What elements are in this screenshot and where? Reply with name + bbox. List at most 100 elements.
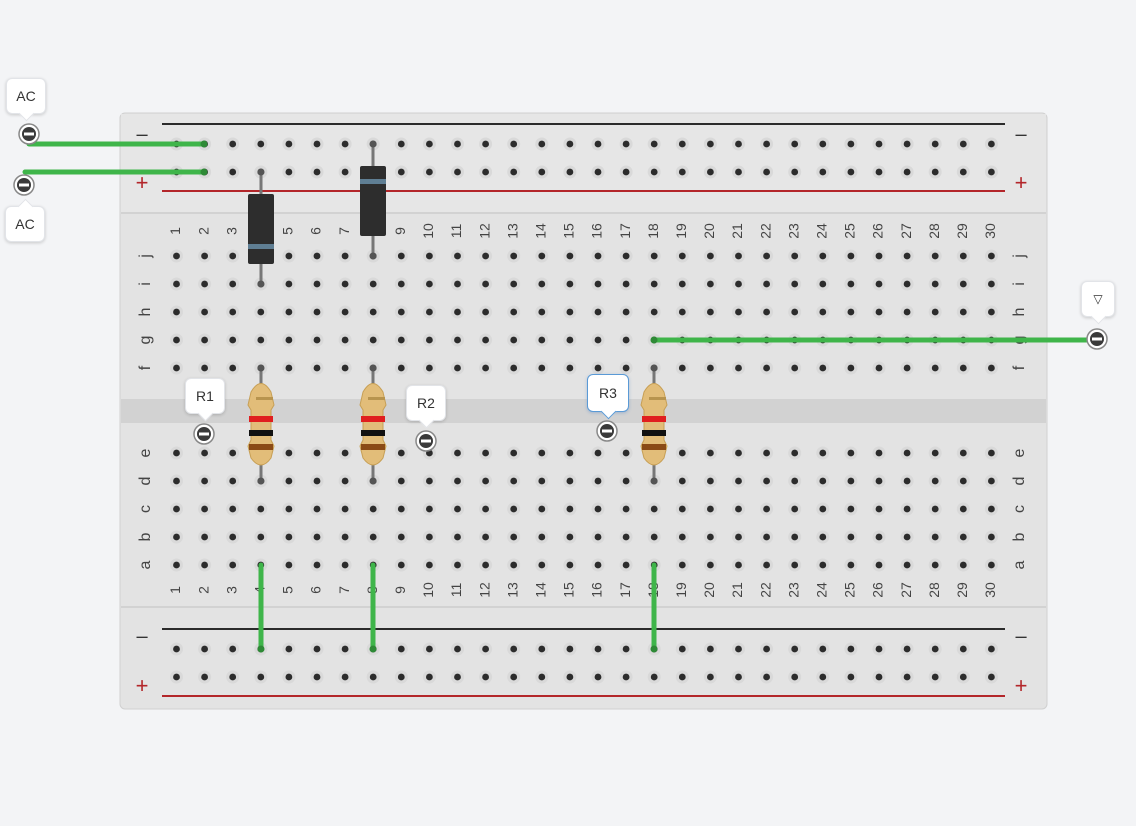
- terminal-hole[interactable]: [538, 477, 546, 485]
- terminal-hole[interactable]: [454, 336, 461, 344]
- terminal-hole[interactable]: [819, 252, 827, 260]
- r3-label[interactable]: R3: [587, 374, 629, 420]
- terminal-hole[interactable]: [678, 533, 686, 541]
- terminal-hole[interactable]: [454, 561, 461, 569]
- rail-hole[interactable]: [510, 673, 518, 681]
- terminal-hole[interactable]: [313, 308, 321, 316]
- terminal-hole[interactable]: [594, 252, 602, 260]
- terminal-hole[interactable]: [622, 280, 630, 288]
- terminal-hole[interactable]: [763, 477, 770, 485]
- terminal-hole[interactable]: [538, 252, 546, 260]
- terminal-hole[interactable]: [707, 280, 714, 288]
- terminal-hole[interactable]: [369, 280, 377, 288]
- terminal-hole[interactable]: [735, 449, 742, 457]
- terminal-hole[interactable]: [454, 533, 461, 541]
- rail-hole[interactable]: [931, 168, 939, 176]
- terminal-hole[interactable]: [931, 505, 939, 513]
- terminal-hole[interactable]: [650, 533, 658, 541]
- rail-hole[interactable]: [397, 140, 405, 148]
- terminal-hole[interactable]: [341, 308, 349, 316]
- terminal-hole[interactable]: [173, 336, 180, 344]
- rail-hole[interactable]: [594, 168, 602, 176]
- terminal-hole[interactable]: [594, 477, 602, 485]
- rail-hole[interactable]: [847, 645, 855, 653]
- terminal-hole[interactable]: [875, 533, 883, 541]
- terminal-hole[interactable]: [875, 364, 883, 372]
- terminal-hole[interactable]: [819, 449, 827, 457]
- terminal-hole[interactable]: [313, 533, 321, 541]
- rail-hole[interactable]: [678, 140, 686, 148]
- terminal-hole[interactable]: [313, 477, 321, 485]
- terminal-hole[interactable]: [426, 364, 433, 372]
- rail-hole[interactable]: [566, 673, 574, 681]
- rail-hole[interactable]: [875, 140, 883, 148]
- terminal-hole[interactable]: [735, 280, 742, 288]
- rail-hole[interactable]: [454, 168, 461, 176]
- terminal-hole[interactable]: [454, 505, 461, 513]
- rail-hole[interactable]: [341, 645, 349, 653]
- rail-hole[interactable]: [397, 168, 405, 176]
- rail-hole[interactable]: [566, 645, 574, 653]
- terminal-hole[interactable]: [313, 561, 321, 569]
- terminal-hole[interactable]: [482, 364, 489, 372]
- diode-1-body[interactable]: [248, 194, 274, 264]
- terminal-hole[interactable]: [594, 336, 602, 344]
- terminal-hole[interactable]: [707, 308, 714, 316]
- terminal-hole[interactable]: [482, 336, 489, 344]
- rail-hole[interactable]: [285, 168, 293, 176]
- terminal-hole[interactable]: [847, 477, 855, 485]
- terminal-hole[interactable]: [201, 449, 209, 457]
- terminal-hole[interactable]: [510, 449, 518, 457]
- rail-hole[interactable]: [313, 168, 321, 176]
- terminal-hole[interactable]: [875, 449, 883, 457]
- terminal-hole[interactable]: [763, 308, 770, 316]
- terminal-hole[interactable]: [594, 561, 602, 569]
- rail-hole[interactable]: [173, 645, 180, 653]
- rail-hole[interactable]: [707, 645, 714, 653]
- terminal-hole[interactable]: [819, 280, 827, 288]
- terminal-hole[interactable]: [707, 561, 714, 569]
- terminal-hole[interactable]: [341, 561, 349, 569]
- rail-hole[interactable]: [735, 673, 742, 681]
- terminal-hole[interactable]: [454, 449, 461, 457]
- terminal-hole[interactable]: [791, 505, 799, 513]
- terminal-hole[interactable]: [903, 533, 911, 541]
- rail-hole[interactable]: [819, 140, 827, 148]
- terminal-hole[interactable]: [369, 505, 377, 513]
- terminal-hole[interactable]: [510, 252, 518, 260]
- terminal-hole[interactable]: [482, 505, 489, 513]
- terminal-hole[interactable]: [201, 533, 209, 541]
- terminal-hole[interactable]: [931, 252, 939, 260]
- rail-hole[interactable]: [819, 168, 827, 176]
- diode-2-body[interactable]: [360, 166, 386, 236]
- rail-hole[interactable]: [426, 168, 433, 176]
- terminal-hole[interactable]: [229, 477, 237, 485]
- terminal-hole[interactable]: [735, 533, 742, 541]
- terminal-hole[interactable]: [988, 252, 995, 260]
- terminal-hole[interactable]: [763, 533, 770, 541]
- terminal-hole[interactable]: [426, 252, 433, 260]
- terminal-hole[interactable]: [201, 477, 209, 485]
- rail-hole[interactable]: [650, 673, 658, 681]
- terminal-hole[interactable]: [426, 308, 433, 316]
- terminal-hole[interactable]: [538, 561, 546, 569]
- terminal-hole[interactable]: [847, 364, 855, 372]
- terminal-hole[interactable]: [201, 505, 209, 513]
- terminal-hole[interactable]: [229, 364, 237, 372]
- rail-hole[interactable]: [735, 645, 742, 653]
- rail-hole[interactable]: [426, 140, 433, 148]
- terminal-hole[interactable]: [819, 477, 827, 485]
- terminal-hole[interactable]: [341, 533, 349, 541]
- terminal-hole[interactable]: [735, 505, 742, 513]
- terminal-hole[interactable]: [173, 561, 180, 569]
- terminal-hole[interactable]: [285, 477, 293, 485]
- terminal-hole[interactable]: [735, 252, 742, 260]
- terminal-hole[interactable]: [988, 477, 995, 485]
- rail-hole[interactable]: [707, 673, 714, 681]
- terminal-hole[interactable]: [510, 533, 518, 541]
- terminal-hole[interactable]: [735, 308, 742, 316]
- terminal-hole[interactable]: [285, 533, 293, 541]
- terminal-hole[interactable]: [791, 364, 799, 372]
- terminal-hole[interactable]: [847, 449, 855, 457]
- terminal-hole[interactable]: [847, 505, 855, 513]
